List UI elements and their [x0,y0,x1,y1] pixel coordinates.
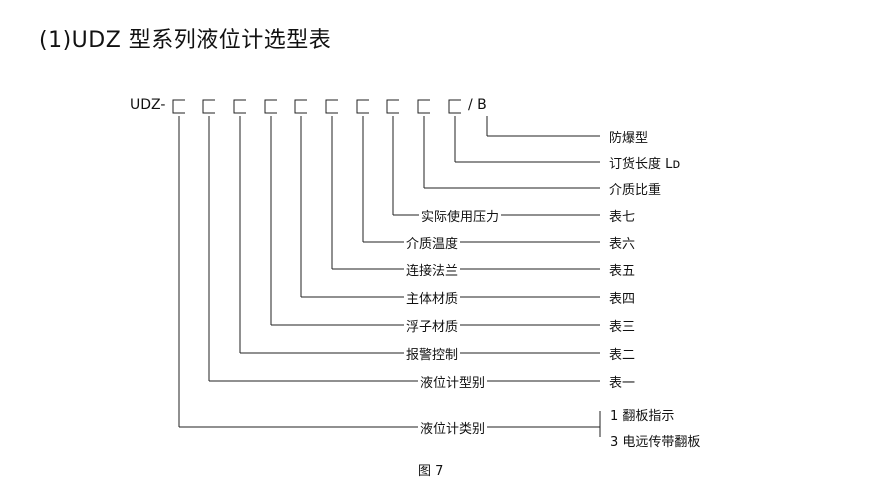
parameter-reference-6: 表四 [609,292,636,307]
code-box-8 [386,99,399,114]
code-box-9 [417,99,430,114]
parameter-label-3: 实际使用压力 [419,206,502,225]
model-code-suffix: / B [468,97,487,113]
code-box-4 [264,99,277,114]
parameter-label-7: 浮子材质 [404,316,461,335]
parameter-reference-5: 表五 [609,264,636,279]
parameter-reference-0: 防爆型 [609,131,649,146]
code-box-7 [356,99,369,114]
parameter-reference-8: 表二 [609,348,636,363]
parameter-reference-3: 表七 [609,210,636,225]
code-box-3 [233,99,246,114]
figure-caption: 图 7 [418,464,444,479]
parameter-reference-1: 订货长度 Lᴅ [609,157,681,172]
code-box-10 [448,99,461,114]
category-option-flap: 1 翻板指示 [610,409,675,424]
code-box-1 [172,99,185,114]
page-title: (1)UDZ 型系列液位计选型表 [39,28,332,53]
parameter-label-8: 报警控制 [404,344,461,363]
parameter-reference-2: 介质比重 [609,183,662,198]
parameter-label-4: 介质温度 [404,233,461,252]
code-box-6 [325,99,338,114]
parameter-reference-9: 表一 [609,376,636,391]
code-box-2 [202,99,215,114]
parameter-label-5: 连接法兰 [404,260,461,279]
parameter-reference-7: 表三 [609,320,636,335]
parameter-label-10: 液位计类别 [418,418,488,437]
parameter-reference-4: 表六 [609,237,636,252]
parameter-label-6: 主体材质 [404,288,461,307]
model-code-prefix: UDZ- [130,97,166,113]
parameter-label-9: 液位计型别 [418,372,488,391]
code-box-5 [294,99,307,114]
category-option-remote: 3 电远传带翻板 [610,435,701,450]
